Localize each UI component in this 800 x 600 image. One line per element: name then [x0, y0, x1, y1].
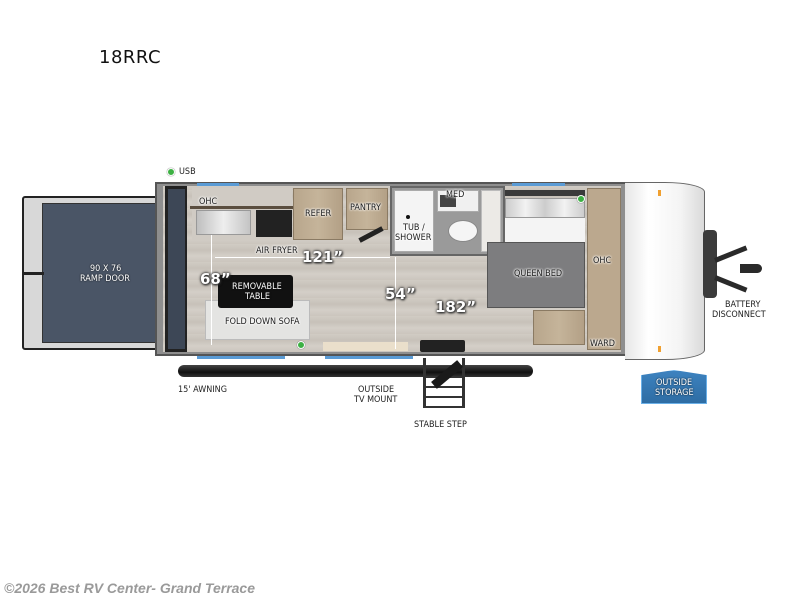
hitch-arm [714, 245, 748, 263]
drain-icon [406, 215, 410, 219]
outside-storage-badge [641, 370, 707, 404]
tv-mount-label-1: OUTSIDE [358, 385, 395, 395]
tub-shower-label-1: TUB / [403, 223, 425, 233]
front-cap [625, 182, 705, 360]
usb-label: USB [179, 167, 196, 177]
window [197, 183, 239, 186]
tub-shower [394, 190, 434, 252]
dim-line-54 [395, 257, 396, 349]
floorplan: USB 90 X 76 RAMP DOOR OHC AIR FRYER REFE… [0, 160, 800, 440]
tv-mount-label-2: TV MOUNT [354, 395, 398, 405]
rear-door-frame [165, 186, 187, 352]
copyright-footer: ©2026 Best RV Center- Grand Terrace [4, 580, 256, 596]
hitch-coupler [740, 264, 762, 273]
side-counter [323, 342, 408, 351]
model-title: 18RRC [99, 47, 162, 68]
pantry-label: PANTRY [350, 203, 381, 213]
battery-disconnect-label-1: BATTERY [725, 300, 761, 310]
dim-line-121 [215, 257, 390, 258]
window [197, 356, 285, 359]
cooktop [256, 210, 292, 237]
toilet-icon [448, 220, 478, 242]
queen-bed-label: QUEEN BED [514, 269, 563, 279]
usb-dot-icon [167, 168, 175, 176]
stable-step-label: STABLE STEP [414, 420, 467, 430]
marker-light-icon [658, 190, 661, 196]
ramp-door-label: RAMP DOOR [80, 274, 130, 284]
removable-table [218, 275, 293, 308]
bed-nightstand [533, 310, 585, 345]
usb-dot-icon [297, 341, 305, 349]
ward-label: WARD [590, 339, 615, 349]
battery-disconnect-label-2: DISCONNECT [712, 310, 766, 320]
marker-light-icon [658, 346, 661, 352]
outside-storage-label-2: STORAGE [655, 388, 694, 398]
outside-storage-label-1: OUTSIDE [656, 378, 693, 388]
ramp-door [42, 203, 166, 343]
ohc-rear-label: OHC [593, 256, 612, 266]
tub-shower-label-2: SHOWER [395, 233, 432, 243]
bed-sheet [505, 218, 585, 242]
entry-step-top [420, 340, 465, 352]
queen-bed [487, 242, 585, 308]
awning [178, 365, 533, 377]
med-label: MED [446, 190, 465, 200]
ramp-door-size: 90 X 76 [90, 264, 122, 274]
refrigerator [293, 188, 343, 240]
hitch-box [703, 230, 717, 298]
ohc-front-label: OHC [199, 197, 218, 207]
window [325, 356, 413, 359]
pillows [505, 198, 585, 218]
dim-68: 68” [200, 270, 231, 288]
ramp-door-divider [22, 272, 44, 275]
counter-edge [190, 206, 295, 209]
dim-121: 121” [302, 248, 344, 266]
dim-line-68 [211, 235, 212, 345]
wardrobe [587, 188, 621, 350]
removable-table-label-1: REMOVABLE [232, 282, 282, 292]
hitch-arm [714, 275, 748, 293]
bedroom-usb-dot-icon [577, 195, 585, 203]
removable-table-label-2: TABLE [245, 292, 271, 302]
bath-sink [440, 195, 456, 207]
sink [196, 210, 251, 235]
pantry [346, 188, 388, 230]
window [512, 183, 565, 186]
fold-down-sofa-label: FOLD DOWN SOFA [225, 317, 300, 327]
refer-label: REFER [305, 209, 332, 219]
headboard [505, 190, 585, 196]
dim-182: 182” [435, 298, 477, 316]
awning-label: 15' AWNING [178, 385, 228, 395]
air-fryer-label: AIR FRYER [256, 246, 298, 256]
dim-54: 54” [385, 285, 416, 303]
